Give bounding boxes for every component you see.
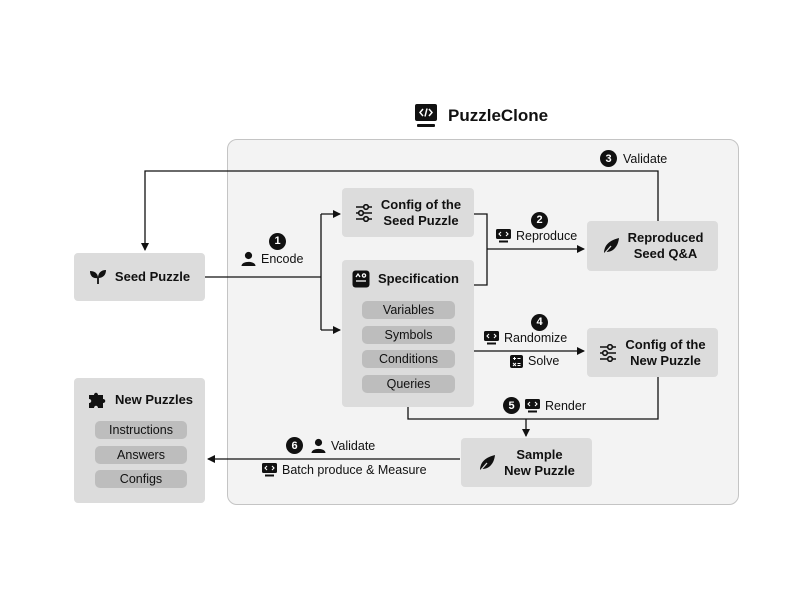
batch-label: Batch produce & Measure: [262, 463, 427, 477]
validate-top-label: 3 Validate: [600, 150, 667, 167]
render-text: Render: [545, 398, 586, 413]
seed-puzzle-node: Seed Puzzle: [74, 253, 205, 301]
validate-top-text: Validate: [623, 151, 668, 166]
code-icon: [525, 398, 540, 412]
step-4-number: 4: [531, 313, 548, 331]
code-icon: [484, 331, 499, 345]
reproduce-text: Reproduce: [516, 229, 578, 243]
sliders-icon: [355, 203, 372, 222]
leaf-icon: [479, 454, 496, 471]
output-item-instructions: Instructions: [95, 421, 187, 439]
encode-label: Encode: [241, 251, 303, 266]
leaf-icon: [603, 238, 619, 255]
config-new-label-2: New Puzzle: [630, 352, 701, 368]
randomize-text: Randomize: [504, 331, 568, 345]
batch-text: Batch produce & Measure: [282, 463, 427, 477]
output-item-answers: Answers: [95, 446, 187, 464]
spec-card-icon: [352, 270, 370, 288]
step-4-badge: 4: [531, 312, 548, 331]
reproduced-label-2: Seed Q&A: [633, 246, 698, 261]
config-seed-label-2: Seed Puzzle: [383, 212, 459, 228]
step-5-number: 5: [503, 397, 520, 414]
user-icon: [241, 251, 256, 266]
user-icon: [311, 438, 326, 453]
sprout-icon: [89, 270, 106, 284]
spec-item-conditions: Conditions: [362, 350, 455, 368]
code-monitor-icon: [262, 463, 277, 477]
calculator-icon: [510, 354, 523, 368]
sliders-icon: [600, 343, 617, 362]
seed-puzzle-label: Seed Puzzle: [114, 269, 191, 284]
reproduced-label-1: Reproduced: [627, 230, 704, 245]
new-puzzles-title: New Puzzles: [115, 392, 194, 407]
config-new-node: Config of the New Puzzle: [587, 328, 718, 377]
solve-label: Solve: [510, 354, 559, 368]
config-seed-label-1: Config of the: [380, 196, 462, 212]
puzzle-piece-icon: [89, 392, 106, 408]
sample-new-puzzle-node: Sample New Puzzle: [461, 438, 592, 487]
reproduced-seed-node: Reproduced Seed Q&A: [587, 221, 718, 271]
validate-bottom-text: Validate: [331, 438, 376, 453]
code-monitor-icon: [415, 104, 437, 127]
config-new-label-1: Config of the: [625, 336, 706, 352]
sample-label-1: Sample: [516, 446, 563, 462]
solve-text: Solve: [528, 354, 560, 368]
randomize-label: Randomize: [484, 331, 567, 345]
diagram-title: PuzzleClone: [414, 103, 548, 129]
step-2-badge: 2: [531, 210, 548, 229]
step-6-number: 6: [286, 437, 303, 454]
spec-item-variables: Variables: [362, 301, 455, 319]
step-3-number: 3: [600, 150, 617, 167]
sample-label-2: New Puzzle: [504, 462, 575, 478]
encode-text: Encode: [261, 251, 304, 266]
render-label: 5 Render: [503, 397, 586, 414]
spec-item-symbols: Symbols: [362, 326, 455, 344]
specification-title: Specification: [378, 271, 459, 286]
validate-bottom-label: 6 Validate: [286, 437, 375, 454]
step-1-number: 1: [269, 232, 286, 250]
output-item-configs: Configs: [95, 470, 187, 488]
config-seed-node: Config of the Seed Puzzle: [342, 188, 474, 237]
code-icon: [496, 229, 511, 243]
step-1-badge: 1: [269, 231, 286, 250]
reproduce-label: Reproduce: [496, 229, 577, 243]
title-text: PuzzleClone: [448, 106, 549, 125]
step-2-number: 2: [531, 211, 548, 229]
spec-item-queries: Queries: [362, 375, 455, 393]
